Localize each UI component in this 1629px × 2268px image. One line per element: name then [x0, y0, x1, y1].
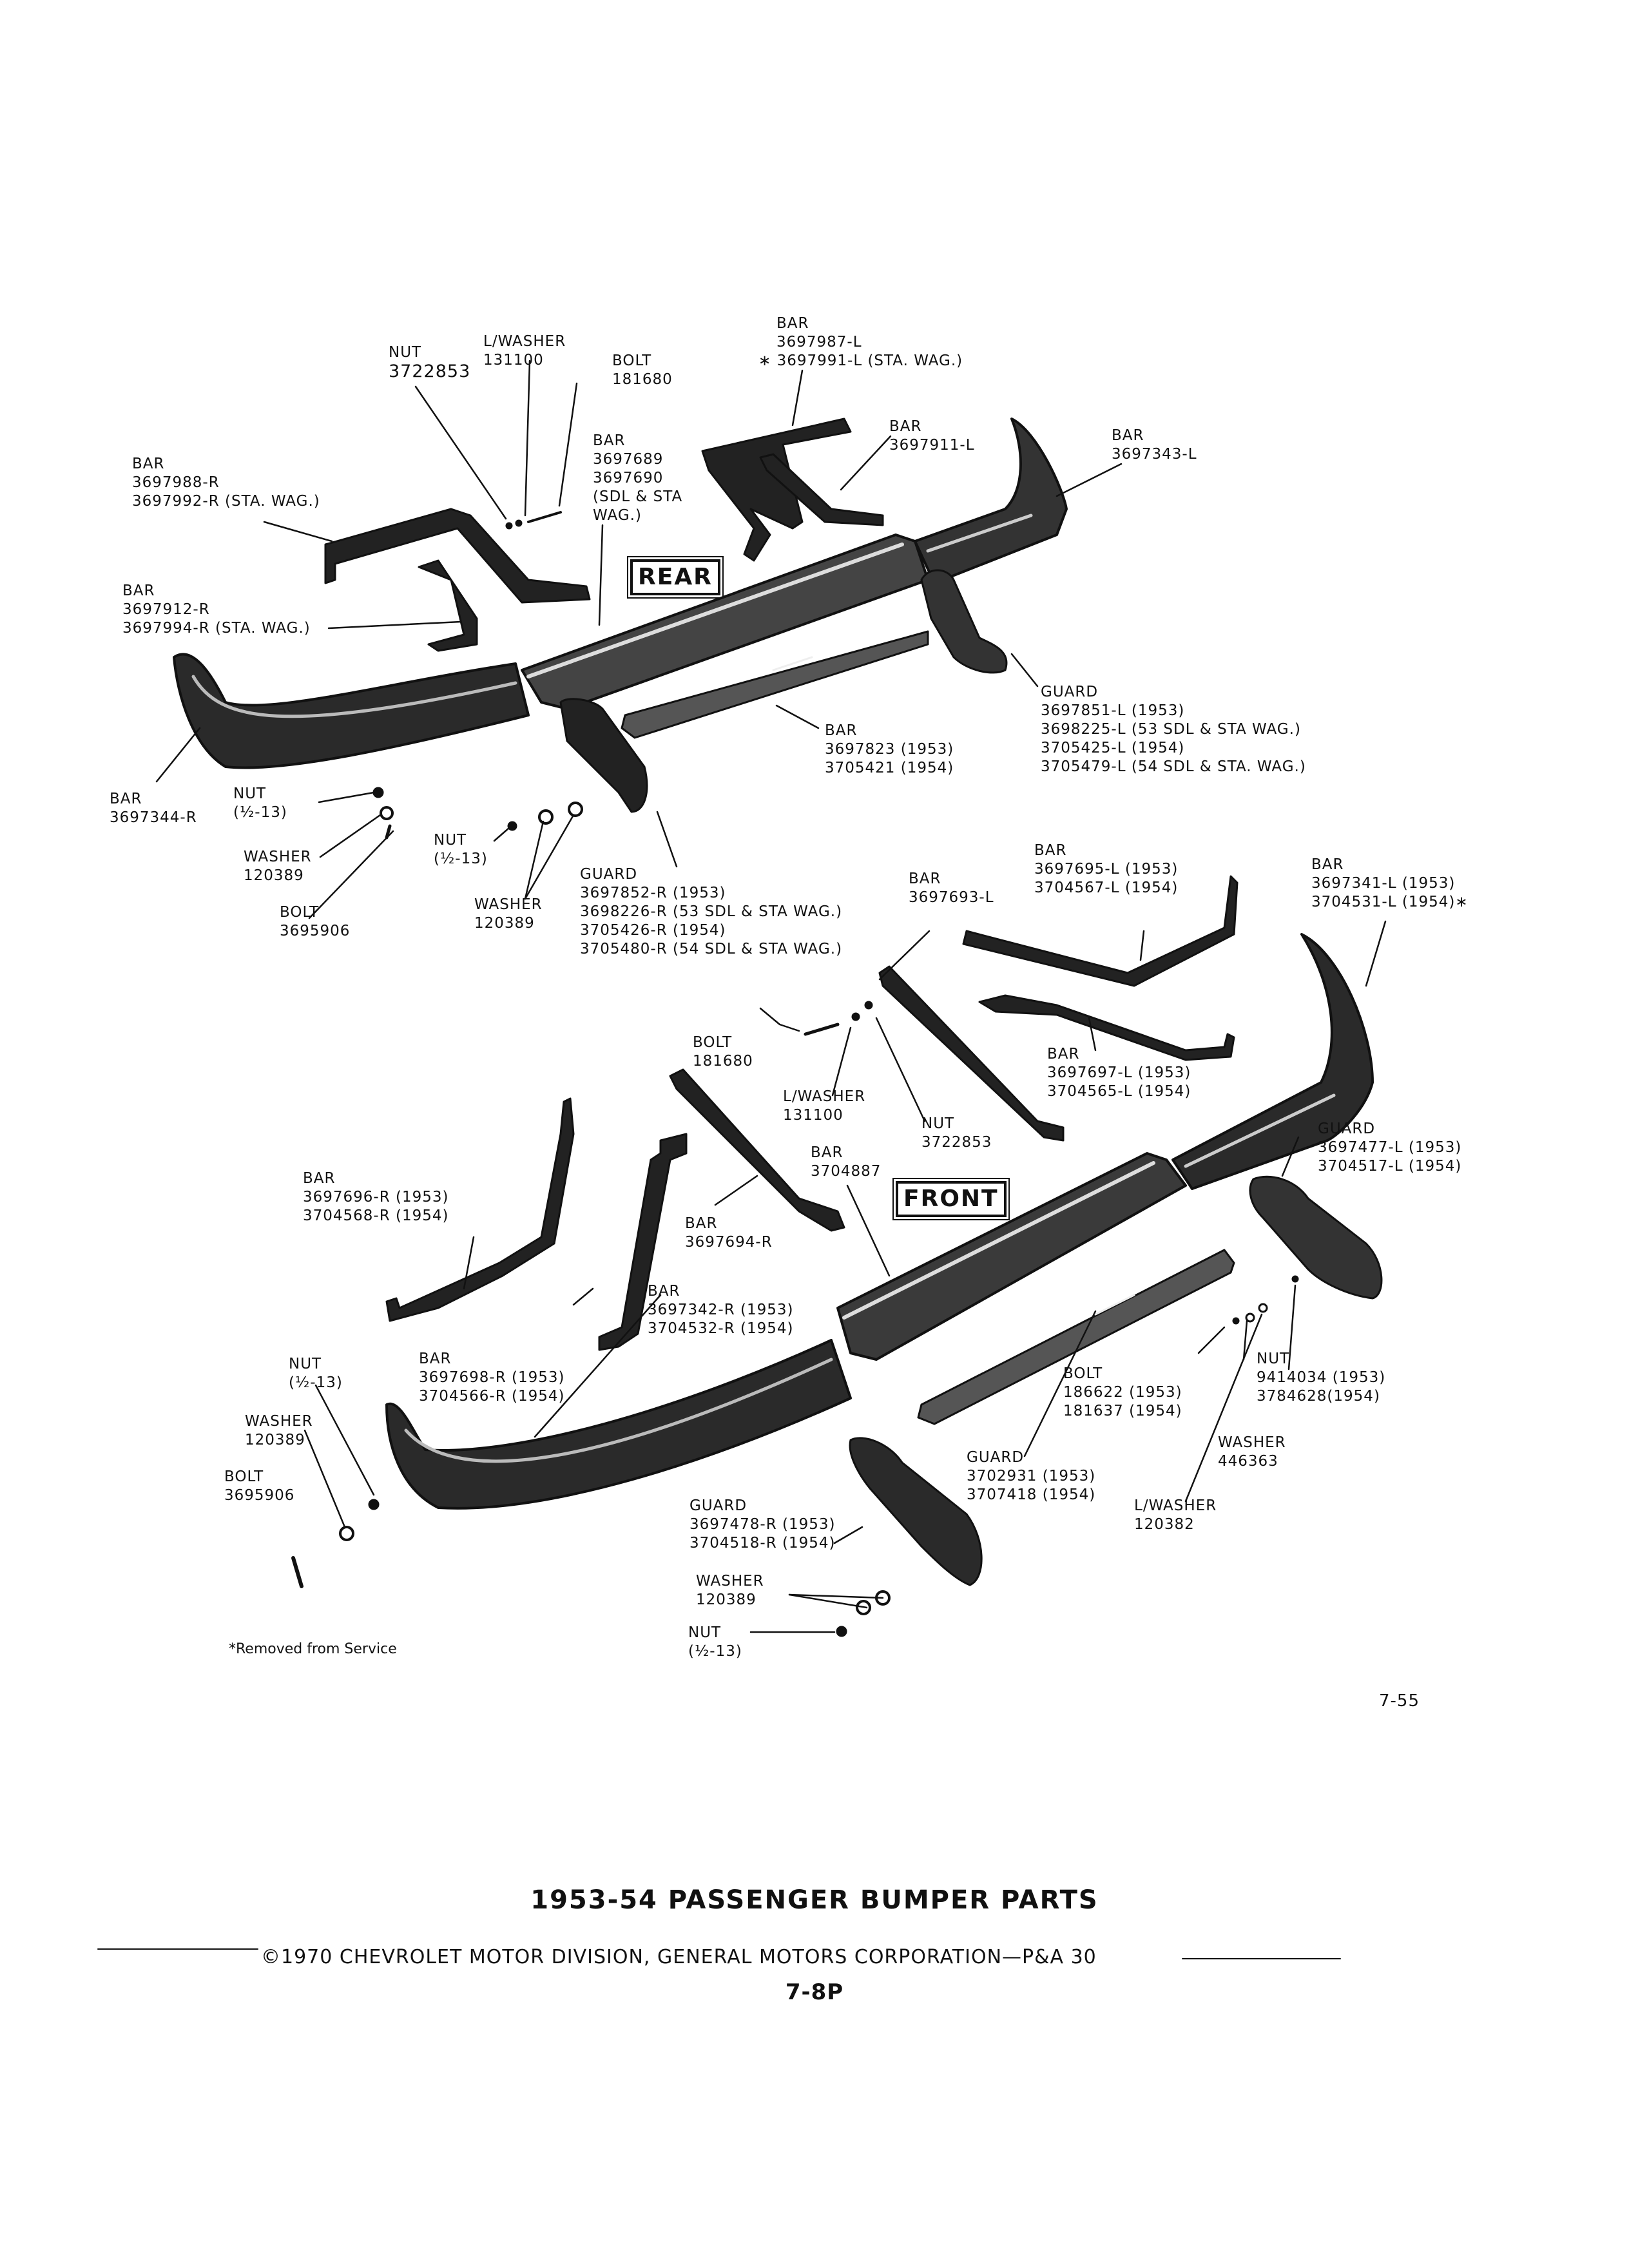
- front-section-tag: FRONT: [892, 1178, 1010, 1220]
- rear-filler-bar-3697823: [621, 630, 929, 739]
- front-bracket-bar-3697693: [878, 965, 1065, 1142]
- label-nut-half13-rear-mid: NUT(½-13): [434, 832, 488, 867]
- rear-bracket-bar-3697912: [418, 559, 478, 652]
- front-bracket-bar-3697697: [978, 994, 1235, 1061]
- front-bumper-center: [836, 1152, 1187, 1361]
- front-guard-right-3697477: [1249, 1175, 1383, 1300]
- rear-section-tag: REAR: [627, 556, 724, 599]
- page-title: 1953-54 PASSENGER BUMPER PARTS: [530, 1885, 1099, 1915]
- figure-number: 7-55: [1379, 1691, 1420, 1711]
- rear-guard-left-3697852: [559, 698, 648, 813]
- rear-guard-right-3697851: [920, 569, 1008, 674]
- front-bracket-bar-3697694: [598, 1133, 688, 1351]
- label-nut-half13-rear-left: NUT(½-13): [233, 785, 287, 821]
- front-guard-left-3697478: [849, 1437, 983, 1586]
- front-bracket-bar-3697696: [385, 1097, 575, 1322]
- footnote: *Removed from Service: [229, 1641, 397, 1657]
- rear-bracket-bar-3697988: [324, 508, 591, 604]
- rear-bracket-bar-3697911: [759, 453, 884, 526]
- page-number: 7-8P: [785, 1979, 844, 2005]
- copyright-line: ©1970 CHEVROLET MOTOR DIVISION, GENERAL …: [261, 1946, 1097, 1968]
- front-bracket-bar-3697695: [962, 875, 1239, 987]
- label-nut-half13-bottom: NUT(½-13): [688, 1624, 742, 1660]
- front-bumper-right-end: [1171, 933, 1374, 1190]
- rear-bracket-bar-3697987: [701, 418, 852, 562]
- label-nut-half13-front-left: NUT(½-13): [289, 1356, 343, 1391]
- front-bracket-bar-3704887: [669, 1068, 845, 1232]
- front-filler-bar-3702931: [917, 1249, 1235, 1425]
- rear-bumper-center: [521, 533, 929, 710]
